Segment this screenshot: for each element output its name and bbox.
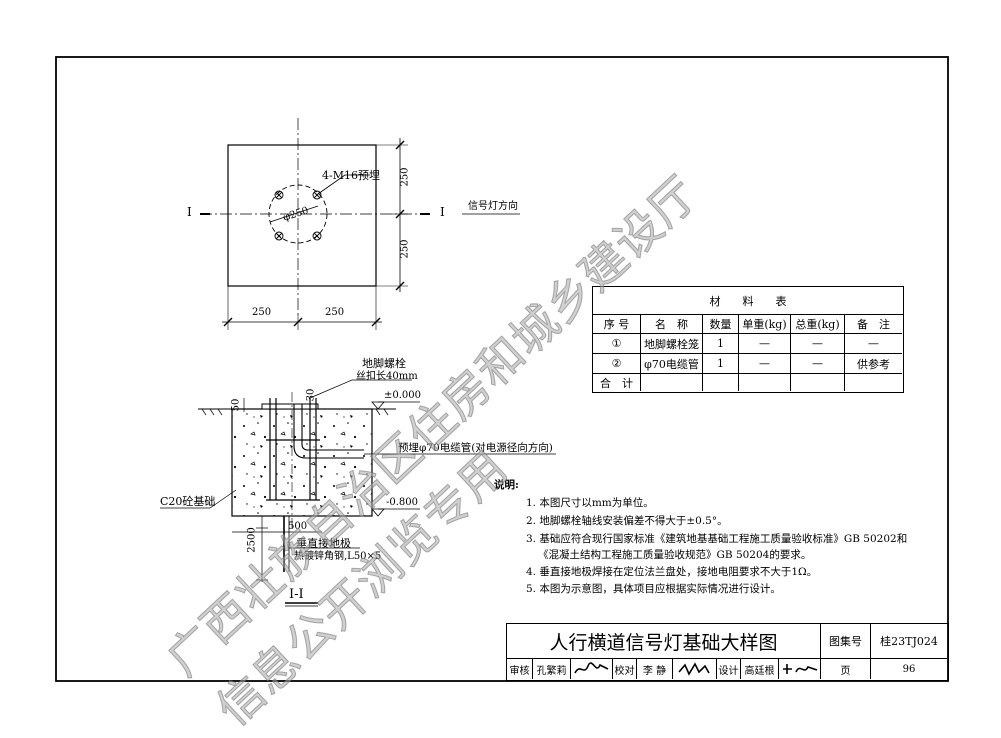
note-2: 2. 地脚螺栓轴线安装偏差不得大于±0.5°。 — [526, 515, 728, 527]
note-1: 1. 本图尺寸以mm为单位。 — [526, 497, 654, 509]
material-header-total-weight: 总重(kg) — [791, 315, 845, 334]
design-label: 设计 — [717, 659, 741, 679]
page-label: 页 — [821, 659, 871, 679]
note-5: 5. 本图为示意图，具体项目应根据实际情况进行设计。 — [526, 583, 781, 595]
page-number: 96 — [902, 663, 916, 675]
material-row-1-total-weight: — — [791, 334, 845, 354]
material-row-2-remarks: 供参考 — [845, 354, 902, 374]
review-signature — [571, 659, 613, 679]
elevation-bottom: -0.800 — [386, 497, 419, 508]
plan-bolt-label: 4-M16预埋 — [322, 169, 380, 182]
bolt-circle — [268, 184, 328, 244]
dim-plan-top: 250 — [399, 167, 411, 187]
material-row-1-unit-weight: — — [739, 334, 791, 354]
section-title: I-I — [289, 587, 304, 602]
plan-foundation-outline — [227, 144, 377, 287]
ground-rod-label-1: 垂直接地极 — [296, 537, 351, 550]
check-signature — [673, 659, 717, 679]
dim-500: 500 — [288, 521, 308, 532]
material-total-cell-name — [641, 374, 703, 391]
drawing-frame — [55, 56, 949, 682]
material-table: 材 料 表 序 号 名 称 数量 单重(kg) 总重(kg) 备 注 ① 地脚螺… — [592, 286, 904, 393]
elevation-top: ±0.000 — [384, 390, 422, 401]
notes-heading: 说明: — [494, 479, 519, 491]
review-name: 孔繁莉 — [533, 659, 571, 679]
check-name: 李 静 — [637, 659, 673, 679]
note-3-cont: 《混凝土结构工程施工质量验收规范》GB 50204的要求。 — [538, 549, 812, 561]
section-bolt-label-1: 地脚螺栓 — [362, 357, 406, 370]
drawing-title: 人行横道信号灯基础大样图 — [507, 624, 821, 659]
material-total-cell-total — [791, 374, 845, 391]
note-3: 3. 基础应符合现行国家标准《建筑地基基础工程施工质量验收标准》GB 50202… — [526, 533, 908, 545]
dim-30: 30 — [305, 388, 317, 402]
material-row-2-unit-weight: — — [739, 354, 791, 374]
note-4: 4. 垂直接地极焊接在定位法兰盘处，接地电阻要求不大于1Ω。 — [526, 566, 818, 578]
material-row-2-name: φ70电缆管 — [641, 354, 703, 374]
dim-plan-right: 250 — [325, 307, 345, 318]
material-row-2-seq: ② — [593, 354, 641, 374]
review-label: 审核 — [507, 659, 533, 679]
atlas-number: 桂23TJ024 — [871, 624, 947, 659]
material-header-remarks: 备 注 — [845, 315, 902, 334]
section-mark-right: I — [440, 205, 445, 219]
material-header-seq: 序 号 — [593, 315, 641, 334]
conduit-label: 预埋φ70电缆管(对电源径向方向) — [398, 442, 553, 454]
material-table-title: 材 料 表 — [593, 287, 903, 315]
direction-label: 信号灯方向 — [468, 201, 518, 212]
material-total-cell-unit — [739, 374, 791, 391]
material-header-qty: 数量 — [703, 315, 739, 334]
section-bolt-label-2: 丝扣长40mm — [356, 371, 418, 382]
material-row-1-qty: 1 — [703, 334, 739, 354]
dim-50: 50 — [230, 398, 242, 412]
atlas-number-label: 图集号 — [821, 624, 871, 659]
anchor-bolts — [274, 190, 322, 241]
check-label: 校对 — [613, 659, 637, 679]
material-total-cell-qty — [703, 374, 739, 391]
foundation-label: C20砼基础 — [160, 495, 216, 508]
dim-plan-bottom: 250 — [399, 239, 411, 259]
material-row-1-seq: ① — [593, 334, 641, 354]
material-row-1-name: 地脚螺栓笼 — [641, 334, 703, 354]
design-name: 高廷根 — [741, 659, 779, 679]
ground-rod-label-2: 热镀锌角钢,L50×5 — [294, 551, 382, 562]
section-mark-left: I — [187, 205, 192, 219]
material-total-label: 合 计 — [593, 374, 641, 391]
material-header-name: 名 称 — [641, 315, 703, 334]
dim-plan-left: 250 — [252, 307, 272, 318]
design-signature — [779, 659, 821, 679]
material-row-2-total-weight: — — [791, 354, 845, 374]
material-header-unit-weight: 单重(kg) — [739, 315, 791, 334]
title-block: 人行横道信号灯基础大样图 图集号 桂23TJ024 审核 孔繁莉 校对 李 静 … — [506, 623, 949, 681]
material-row-1-remarks: — — [845, 334, 902, 354]
material-row-2-qty: 1 — [703, 354, 739, 374]
